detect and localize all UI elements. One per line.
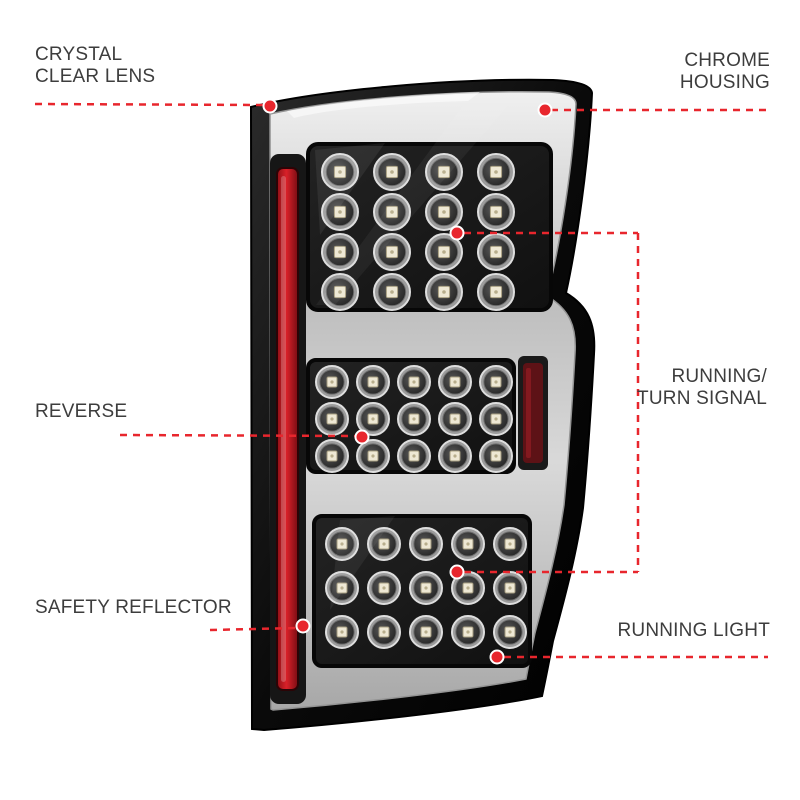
callout-dot-safety-reflector bbox=[295, 618, 311, 634]
safety-reflector-strip bbox=[276, 167, 299, 691]
callout-dot-chrome-housing bbox=[537, 102, 553, 118]
label-crystal-clear-lens: CRYSTAL CLEAR LENS bbox=[35, 44, 156, 88]
led-array-middle bbox=[315, 365, 513, 473]
middle-led-window bbox=[306, 358, 516, 474]
led-arrays bbox=[315, 153, 527, 649]
label-reverse: REVERSE bbox=[35, 401, 128, 422]
top-led-window bbox=[306, 142, 553, 312]
label-safety-reflector: SAFETY REFLECTOR bbox=[35, 597, 232, 618]
callout-dot-running-light bbox=[489, 649, 505, 665]
callout-dot-reverse bbox=[354, 429, 370, 445]
chrome-housing-shape bbox=[269, 90, 577, 711]
led-array-bottom bbox=[325, 527, 527, 649]
label-running-turn-signal: RUNNING/ TURN SIGNAL bbox=[637, 366, 767, 410]
side-marker-red bbox=[523, 363, 543, 463]
label-chrome-housing: CHROME HOUSING bbox=[679, 50, 770, 94]
led-array-top bbox=[321, 153, 515, 311]
callout-dot-running-turn-signal bbox=[449, 564, 465, 580]
housing-outline bbox=[249, 78, 596, 732]
callout-line-reverse bbox=[119, 433, 357, 438]
callout-dot-running-turn-signal bbox=[449, 225, 465, 241]
label-running-light: RUNNING LIGHT bbox=[617, 620, 770, 641]
callout-line-crystal-clear-lens bbox=[34, 102, 265, 107]
bottom-led-window bbox=[312, 514, 532, 668]
callout-line-safety-reflector bbox=[209, 626, 298, 632]
callout-dot-crystal-clear-lens bbox=[262, 98, 278, 114]
